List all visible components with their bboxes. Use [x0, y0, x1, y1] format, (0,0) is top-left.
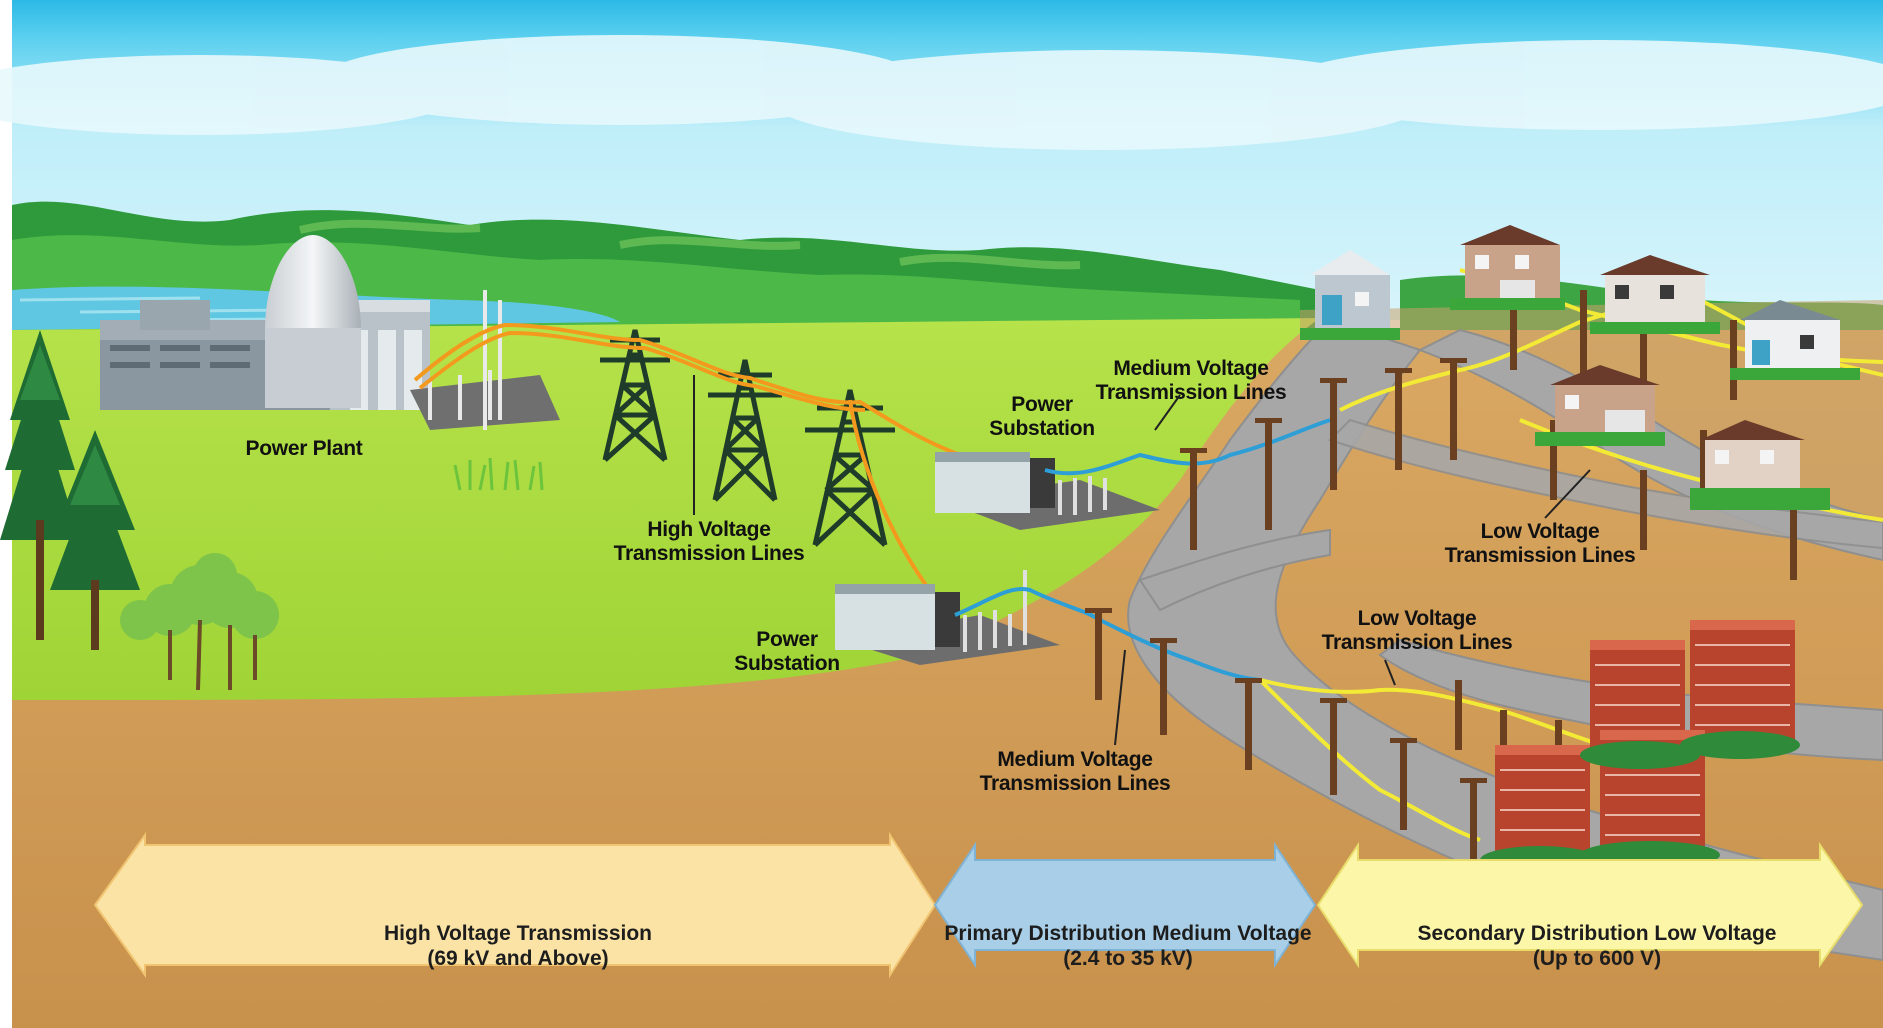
power-substation-upper: [935, 452, 1160, 530]
label-high-voltage-lines: High Voltage Transmission Lines: [613, 518, 805, 565]
label-power-substation-lower: Power Substation: [734, 628, 840, 675]
power-substation-lower: [835, 570, 1060, 665]
grass-field: [12, 318, 1320, 700]
arrow-text-high: High Voltage Transmission (69 kV and Abo…: [384, 922, 652, 971]
high-voltage-towers: [600, 329, 895, 547]
arrow-text-medium: Primary Distribution Medium Voltage (2.4…: [944, 922, 1312, 971]
house: [1730, 300, 1860, 380]
house: [1300, 250, 1400, 340]
grass-clump: [453, 457, 544, 491]
house: [1690, 420, 1830, 510]
apartment-buildings: [1480, 620, 1800, 874]
arrow-low-voltage: [1316, 841, 1864, 969]
label-power-substation-upper: Power Substation: [989, 393, 1095, 440]
label-low-voltage-lines-houses: Low Voltage Transmission Lines: [1444, 520, 1636, 567]
label-power-plant: Power Plant: [245, 437, 363, 460]
houses: [1300, 225, 1860, 510]
apartment-building: [1690, 620, 1795, 740]
house: [1590, 255, 1720, 334]
utility-poles: [1085, 280, 1797, 870]
clouds: [0, 35, 1883, 150]
arrow-text-low: Secondary Distribution Low Voltage (Up t…: [1417, 922, 1777, 971]
label-medium-voltage-lines-top: Medium Voltage Transmission Lines: [1095, 357, 1287, 404]
trees: [0, 330, 279, 691]
house: [1450, 225, 1565, 310]
label-medium-voltage-lines-bottom: Medium Voltage Transmission Lines: [979, 748, 1171, 795]
apartment-building: [1495, 745, 1590, 855]
house: [1535, 365, 1665, 446]
arrow-medium-voltage: [933, 841, 1317, 969]
power-plant: [100, 235, 560, 430]
label-low-voltage-lines-apartments: Low Voltage Transmission Lines: [1321, 607, 1513, 654]
